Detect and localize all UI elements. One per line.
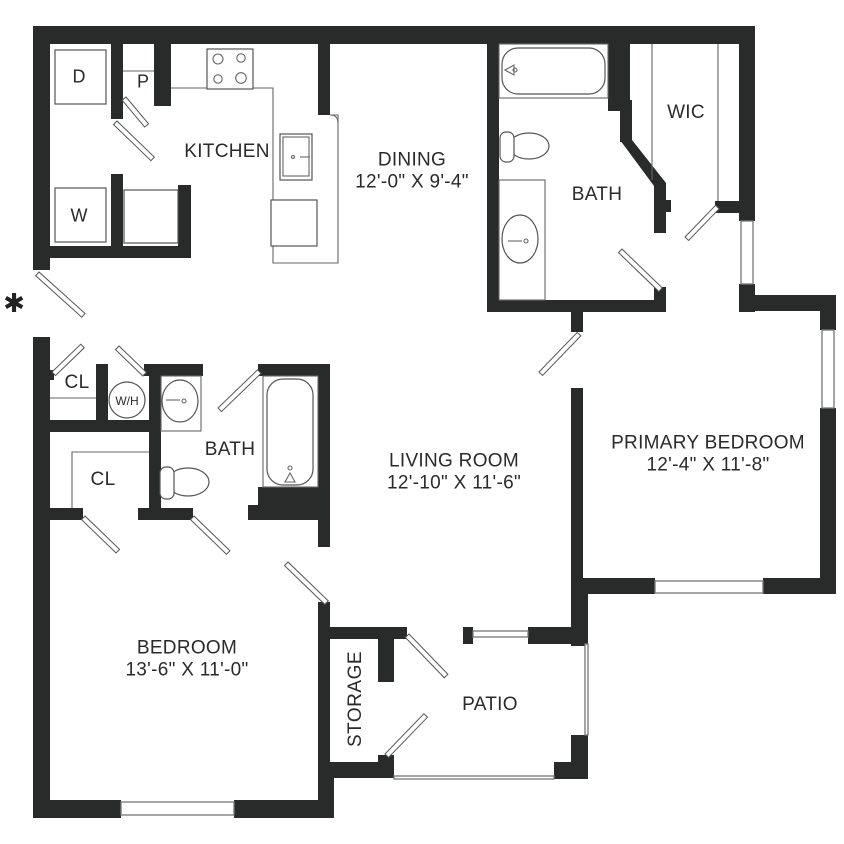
bedroom-closet-door [80,515,121,554]
room-name: DINING [377,149,447,171]
laundry-door [112,120,156,162]
room-dimensions: 13'-6" X 11'-0" [125,660,249,681]
dishwasher [270,199,318,247]
window-primary-east [821,329,835,409]
window-patio-slider [472,630,529,638]
pantry-door [121,96,150,128]
patio-rail-bottom [393,775,555,780]
primary-bedroom-door [538,331,582,377]
room-living-room: LIVING ROOM 12'-10" X 11'-6" [387,451,521,496]
entry-marker-icon: ✱ [3,289,25,319]
room-name: CL [90,468,116,490]
room-wic: WIC [667,102,705,124]
bath-door-2 [217,369,262,413]
room-name: BATH [204,438,256,460]
pantry-label: P [136,71,150,92]
windows [120,220,835,816]
wic-door [684,204,720,242]
fixtures [50,43,719,508]
patio-door [404,633,449,679]
room-primary-bath: BATH [572,184,622,206]
room-primary-bedroom: PRIMARY BEDROOM 12'-4" X 11'-8" [611,433,805,478]
window-bedroom [120,801,235,816]
primary-sink [501,214,539,264]
primary-toilet [508,132,550,160]
dryer [54,49,107,105]
room-dimensions: 12'-0" X 9'-4" [355,172,469,193]
washer-label: W [70,205,88,226]
room-name: LIVING ROOM [389,450,519,472]
storage-door [384,713,429,759]
walls [33,26,836,818]
hall-closet-door [51,343,85,377]
room-bedroom: BEDROOM 13'-6" X 11'-0" [125,638,248,683]
bath-sink [161,379,199,423]
room-name: WIC [667,101,705,123]
room-kitchen: KITCHEN [184,141,270,163]
window-wic [740,220,754,285]
room-name: BATH [571,183,623,205]
window-primary-south [654,580,764,594]
room-patio: PATIO [462,694,518,716]
stove [206,48,254,90]
doors [34,96,720,759]
room-name: PRIMARY BEDROOM [611,432,805,454]
washer [54,187,107,243]
room-storage: STORAGE [345,650,366,748]
room-name: BEDROOM [136,637,238,659]
room-dimensions: 12'-10" X 11'-6" [387,473,521,494]
bedroom-door [283,561,329,606]
bath-tub [266,378,314,486]
room-closet-hall: CL [65,372,90,394]
entry-door [34,271,86,318]
room-closet-bedroom: CL [91,469,116,491]
room-bath: BATH [205,439,255,461]
water-heater-label: W/H [115,394,139,408]
laundry-cabinet [123,189,179,244]
kitchen-sink [279,133,313,181]
room-name: CL [64,371,90,393]
primary-tub [501,47,606,95]
dryer-label: D [72,66,86,87]
room-name: PATIO [462,693,518,715]
room-dimensions: 12'-4" X 11'-8" [646,455,770,476]
patio-rail-side [584,643,589,736]
room-dining: DINING 12'-0" X 9'-4" [355,150,469,195]
primary-bath-door [617,248,663,293]
room-name: KITCHEN [184,140,270,162]
water-heater [108,381,146,419]
bath-door [189,515,231,556]
water-heater-door [114,345,148,377]
